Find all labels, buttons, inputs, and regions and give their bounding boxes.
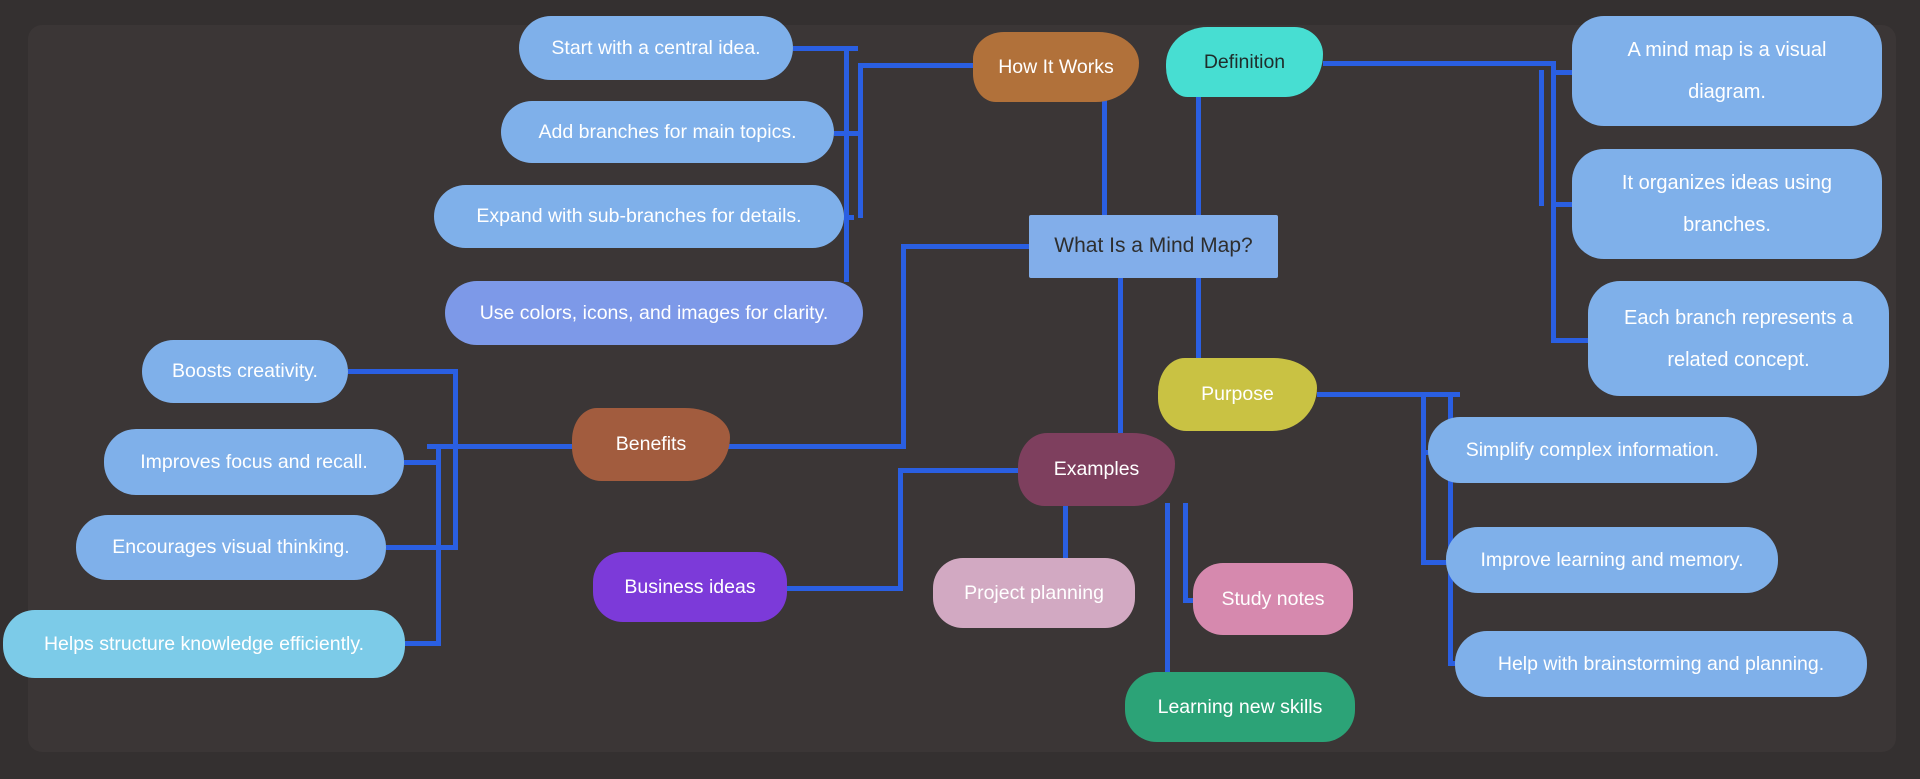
edge-examples-left (898, 468, 1020, 473)
node-simplify-info[interactable]: Simplify complex information. (1428, 417, 1757, 483)
edge-central-left (901, 244, 1031, 249)
edge-learning (1165, 503, 1170, 674)
node-study-notes[interactable]: Study notes (1193, 563, 1353, 635)
node-start-idea[interactable]: Start with a central idea. (519, 16, 793, 80)
edge-def-child1 (1551, 70, 1576, 75)
edge-business (787, 586, 903, 591)
edge-improve-learning (1421, 560, 1453, 565)
node-help-brainstorming[interactable]: Help with brainstorming and planning. (1455, 631, 1867, 697)
node-each-branch[interactable]: Each branch represents a related concept… (1588, 281, 1889, 396)
node-how-it-works[interactable]: How It Works (973, 32, 1139, 102)
node-helps-structure[interactable]: Helps structure knowledge efficiently. (3, 610, 405, 678)
node-central[interactable]: What Is a Mind Map? (1029, 215, 1278, 278)
edge-def-link (1323, 61, 1553, 66)
node-boosts-creativity[interactable]: Boosts creativity. (142, 340, 348, 403)
edge-encourages (386, 545, 458, 550)
node-encourages-thinking[interactable]: Encourages visual thinking. (76, 515, 386, 580)
edge-def-child3 (1551, 338, 1592, 343)
edge-study-riser (1183, 503, 1188, 602)
edge-hiw-trunk-b (858, 63, 863, 218)
edge-pur-trunk-b (1448, 392, 1453, 665)
node-use-colors[interactable]: Use colors, icons, and images for clarit… (445, 281, 863, 345)
node-examples[interactable]: Examples (1018, 433, 1175, 506)
edge-hiw-trunk-a (844, 46, 849, 282)
edge-purpose-link (1317, 392, 1460, 397)
edge-hiw-link (858, 63, 973, 68)
edge-study (1183, 598, 1197, 603)
edge-business-riser (898, 468, 903, 590)
node-project-planning[interactable]: Project planning (933, 558, 1135, 628)
edge-central-purpose (1196, 278, 1201, 360)
node-improve-memory[interactable]: Improve learning and memory. (1446, 527, 1778, 593)
node-learning-skills[interactable]: Learning new skills (1125, 672, 1355, 742)
edge-central-examples (1118, 278, 1123, 435)
edge-helps (405, 641, 441, 646)
node-purpose[interactable]: Purpose (1158, 358, 1317, 431)
edge-benefits-riser (901, 244, 906, 448)
node-benefits[interactable]: Benefits (572, 408, 730, 481)
node-add-branches[interactable]: Add branches for main topics. (501, 101, 834, 163)
edge-start-idea (793, 46, 858, 51)
node-visual-diagram[interactable]: A mind map is a visual diagram. (1572, 16, 1882, 126)
edge-pur-trunk-a (1421, 392, 1426, 565)
edge-boosts (348, 369, 458, 374)
edge-ben-trunk-a (453, 369, 458, 550)
node-improves-focus[interactable]: Improves focus and recall. (104, 429, 404, 495)
node-expand-sub[interactable]: Expand with sub-branches for details. (434, 185, 844, 248)
edge-def-central (1196, 95, 1201, 217)
edge-improves (404, 460, 440, 465)
node-definition[interactable]: Definition (1166, 27, 1323, 97)
edge-hiw-central (1102, 100, 1107, 217)
node-business-ideas[interactable]: Business ideas (593, 552, 787, 622)
node-organizes-ideas[interactable]: It organizes ideas using branches. (1572, 149, 1882, 259)
edge-def-child2 (1551, 202, 1576, 207)
edge-def-trunk-b (1539, 70, 1544, 206)
edge-project (1063, 503, 1068, 560)
